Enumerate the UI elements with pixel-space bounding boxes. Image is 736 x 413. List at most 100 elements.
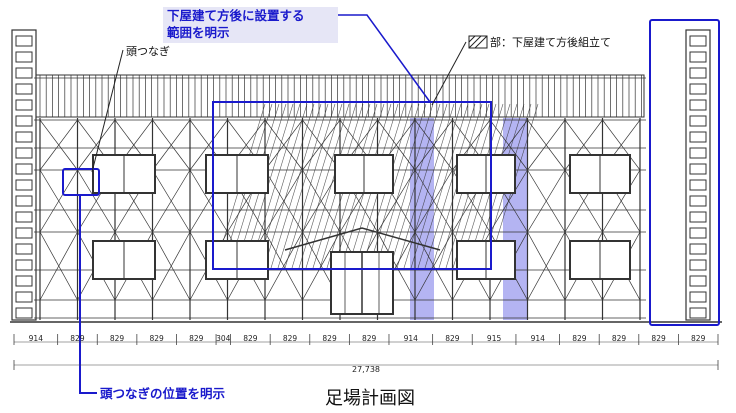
legend-hatch-swatch [468, 35, 488, 49]
ladder-rung [689, 131, 707, 143]
ladder-rung [689, 211, 707, 223]
ladder-rung [689, 115, 707, 127]
span-dimension: 304 [216, 334, 231, 343]
span-dimension: 829 [283, 334, 298, 343]
ladder-rung [15, 307, 33, 319]
later-install-leader [338, 14, 431, 103]
later-install-hatch [382, 103, 434, 269]
ladder-rung [15, 211, 33, 223]
ladder-rung [15, 131, 33, 143]
span-dimension: 829 [612, 334, 627, 343]
ladder-tower [685, 29, 711, 321]
cross-brace [152, 169, 191, 233]
ladder-rung [15, 259, 33, 271]
ladder-rung [15, 243, 33, 255]
tie-position-label: 頭つなぎの位置を明示 [100, 386, 226, 401]
ladder-rung [15, 99, 33, 111]
ladder-rung [689, 259, 707, 271]
ladder-rung [689, 179, 707, 191]
span-dimension: 829 [322, 334, 337, 343]
cross-brace [527, 231, 566, 301]
cross-brace [264, 231, 303, 301]
ladder-rung [15, 179, 33, 191]
ladder-rung [689, 147, 707, 159]
later-install-hatch [277, 103, 329, 269]
ladder-rung [15, 163, 33, 175]
later-install-hatch [424, 103, 476, 269]
later-install-hatch [375, 103, 427, 269]
ladder-rung [15, 51, 33, 63]
ladder-rung [15, 147, 33, 159]
later-install-hatch [284, 103, 336, 269]
cross-brace [39, 231, 78, 301]
later-install-hatch [389, 103, 441, 269]
ladder-rung [15, 275, 33, 287]
later-install-label-bg [163, 7, 338, 43]
tie-label-leader [91, 49, 124, 173]
ladder-rung [15, 67, 33, 79]
ladder-rung [15, 115, 33, 127]
legend-leader [431, 41, 467, 106]
cross-brace [602, 169, 641, 233]
figure-caption: 足場計画図 [325, 388, 415, 409]
span-dimension: 914 [29, 334, 44, 343]
ladder-rung [689, 307, 707, 319]
cross-brace [489, 169, 528, 233]
ladder-rung [689, 291, 707, 303]
span-dimension: 914 [404, 334, 419, 343]
ladder-rung [689, 227, 707, 239]
cross-brace [152, 231, 191, 301]
ladder-rung [689, 275, 707, 287]
span-dimension: 829 [572, 334, 587, 343]
span-dimension: 829 [110, 334, 125, 343]
cross-brace [39, 169, 78, 233]
cross-brace [264, 119, 303, 171]
cross-brace [414, 119, 453, 171]
ladder-rung [15, 291, 33, 303]
cross-brace [414, 169, 453, 233]
building-elevation [10, 29, 722, 323]
cross-brace [302, 169, 341, 233]
ladder-rung [689, 163, 707, 175]
ladder-rung [15, 227, 33, 239]
ladder-rung [15, 35, 33, 47]
right-range-frame [649, 19, 720, 326]
total-dimension: 27,738 [352, 365, 380, 374]
ladder-rung [15, 83, 33, 95]
cross-brace [302, 119, 341, 171]
cross-brace [527, 169, 566, 233]
later-install-hatch [291, 103, 343, 269]
span-dimension: 829 [149, 334, 164, 343]
ladder-rung [15, 195, 33, 207]
ladder-rung [689, 67, 707, 79]
ladder-rung [689, 51, 707, 63]
legend-label: 部：下屋建て方後組立て [490, 35, 611, 49]
cross-brace [527, 119, 566, 171]
cross-brace [189, 119, 228, 171]
span-dimension: 829 [691, 334, 706, 343]
ladder-rung [689, 243, 707, 255]
tie-position-leader [79, 195, 97, 394]
entrance-canopy [284, 227, 441, 251]
span-dimension: 914 [531, 334, 546, 343]
cross-brace [39, 119, 78, 171]
highlight-band [503, 118, 527, 320]
later-install-hatch [305, 103, 357, 269]
later-install-range-frame [212, 101, 492, 270]
later-install-range-label: 下屋建て方後に設置する 範囲を明示 [167, 8, 309, 40]
later-install-hatch [298, 103, 350, 269]
cross-brace [152, 119, 191, 171]
ladder-rung [689, 99, 707, 111]
highlight-band [410, 118, 434, 320]
ladder-rung [689, 83, 707, 95]
span-dimension: 829 [445, 334, 460, 343]
span-dimension: 829 [189, 334, 204, 343]
later-install-hatch [263, 103, 315, 269]
span-dimension: 829 [243, 334, 258, 343]
span-dimension: 829 [70, 334, 85, 343]
later-install-hatch [270, 103, 322, 269]
cross-brace [77, 119, 116, 171]
